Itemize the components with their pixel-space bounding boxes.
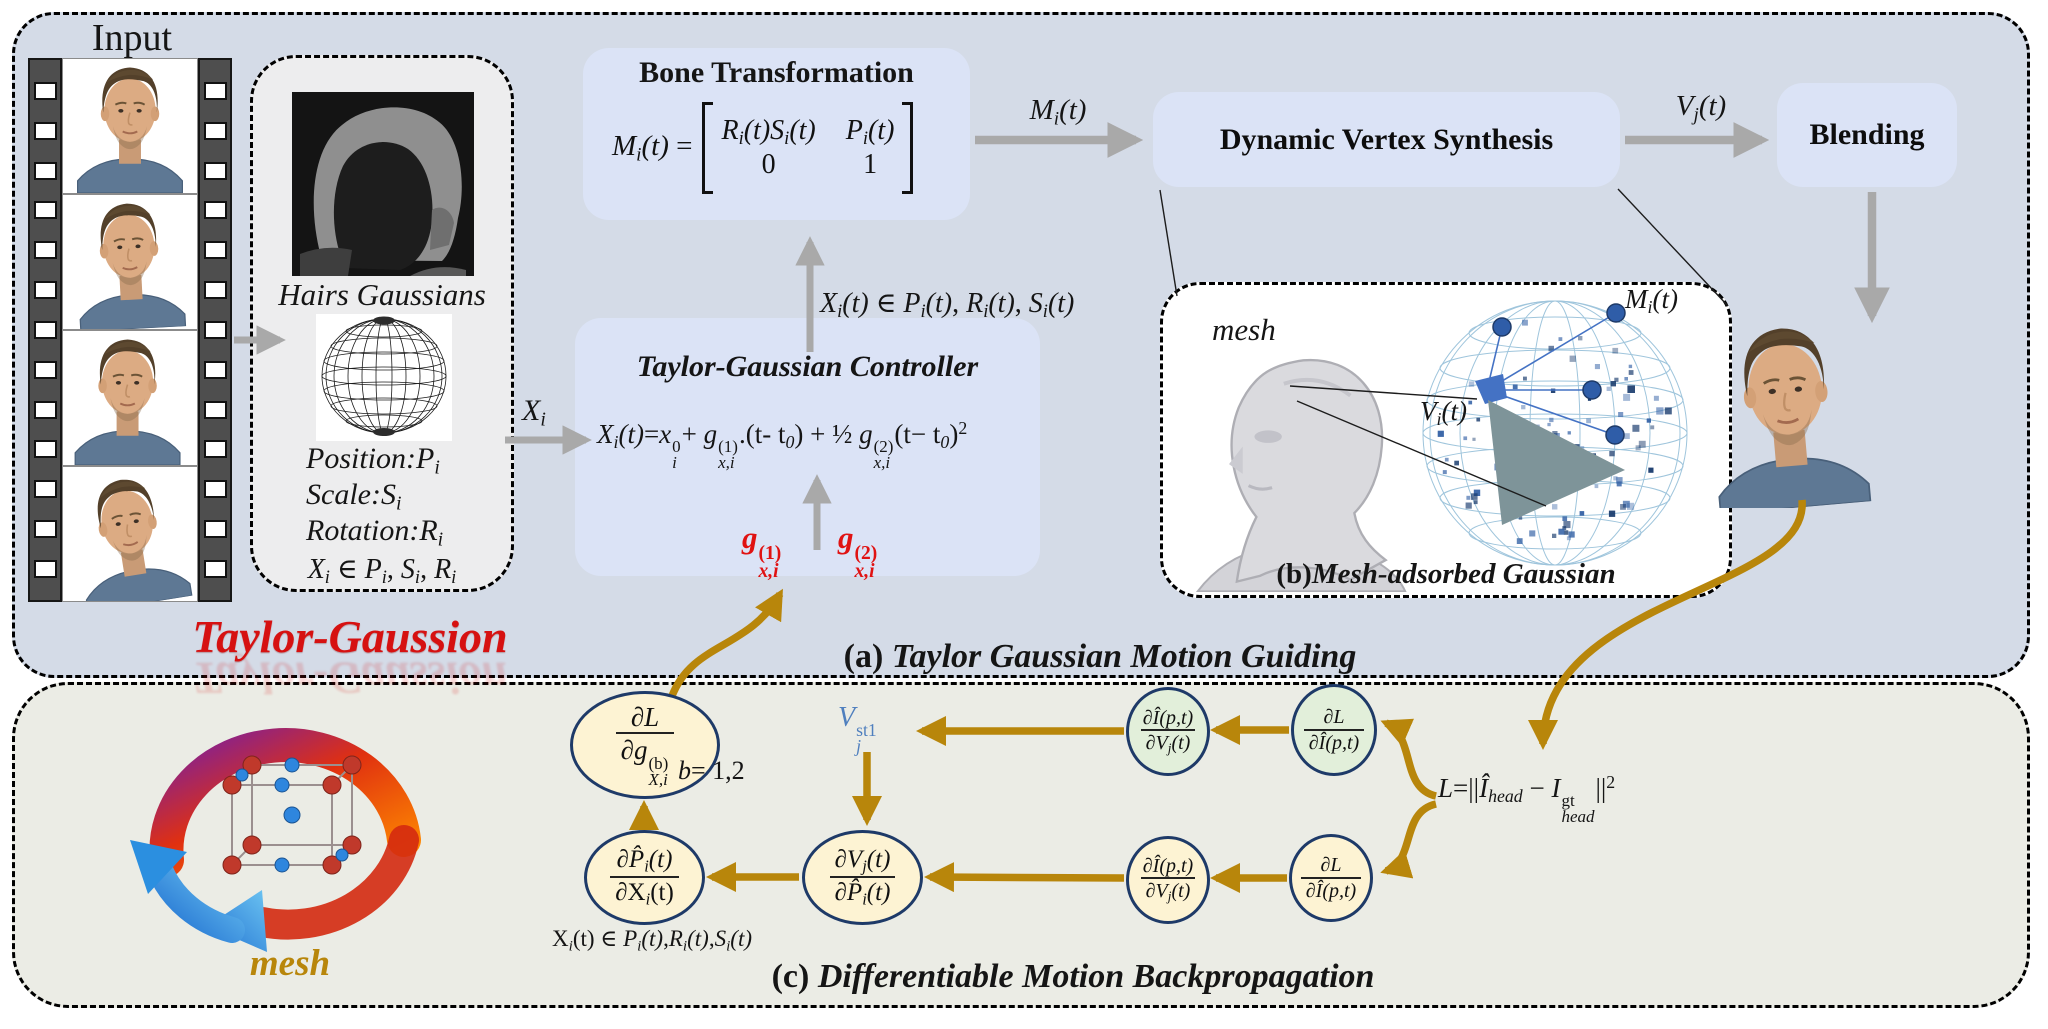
gaussian-rotation-label: Rotation:Ri bbox=[306, 514, 444, 551]
dynamic-vertex-synthesis-title: Dynamic Vertex Synthesis bbox=[1219, 122, 1554, 156]
node-dL-dI-bottom: ∂L∂Î(p,t) bbox=[1289, 834, 1373, 922]
b-values-label: b= 1,2 bbox=[678, 756, 745, 785]
taylor-gaussian-brand-reflection: Taylor-Gaussion bbox=[192, 653, 508, 704]
filmstrip-frames bbox=[62, 58, 198, 602]
node-dP-dX-den: ∂Xi(t) bbox=[610, 876, 679, 909]
caption-c-prefix: (c) bbox=[771, 958, 810, 995]
wireframe-sphere-image bbox=[316, 314, 452, 441]
mesh-cycle-image bbox=[130, 728, 421, 952]
matrix-cell-11: 1 bbox=[863, 149, 878, 181]
bone-transformation-formula: Mi(t) = Ri(t)Si(t) Pi(t) 0 1 bbox=[612, 102, 914, 194]
xit-membership-bottom: Xi(t) ∈ Pi(t),Ri(t),Si(t) bbox=[552, 926, 753, 955]
filmstrip-sprocket-column-left bbox=[28, 58, 62, 602]
arrow-label-xi: Xi bbox=[522, 394, 546, 431]
caption-a-text: Taylor Gaussian Motion Guiding bbox=[883, 638, 1357, 675]
arrow-label-vjt: Vj(t) bbox=[1675, 90, 1727, 126]
node-dL-dg-num: ∂L bbox=[630, 702, 660, 733]
node-dL-dI-top-num: ∂L bbox=[1323, 706, 1345, 729]
dynamic-vertex-synthesis-box: Dynamic Vertex Synthesis bbox=[1153, 92, 1620, 187]
node-dL-dg-den: ∂g(b)X,i bbox=[615, 732, 675, 788]
filmstrip-sprocket-column-right bbox=[198, 58, 232, 602]
matrix-bracket-left bbox=[702, 102, 714, 194]
node-dV-dP: ∂Vj(t)∂P̂i(t) bbox=[802, 830, 923, 925]
caption-a: (a) Taylor Gaussian Motion Guiding bbox=[700, 638, 1500, 676]
gaussian-sphere-image bbox=[1422, 300, 1688, 566]
caption-c-text: Differentiable Motion Backpropagation bbox=[809, 958, 1375, 995]
matrix-cell-01: Pi(t) bbox=[845, 114, 895, 149]
bone-matrix: Ri(t)Si(t) Pi(t) 0 1 bbox=[713, 113, 902, 183]
node-dI-dV-top-den: ∂Vj(t) bbox=[1140, 728, 1196, 756]
gradient-coefficient-2: g(2)x,i bbox=[838, 520, 878, 583]
node-dI-dV-bottom: ∂Î(p,t)∂Vj(t) bbox=[1126, 836, 1210, 924]
node-dL-dI-bottom-num: ∂L bbox=[1320, 854, 1342, 877]
node-dI-dV-bottom-den: ∂Vj(t) bbox=[1140, 877, 1196, 904]
matrix-lhs: Mi(t) = bbox=[612, 129, 693, 166]
blending-box: Blending bbox=[1777, 83, 1957, 187]
input-face-frame-1 bbox=[62, 58, 198, 194]
bone-transformation-title: Bone Transformation bbox=[639, 56, 914, 89]
input-face-frame-4 bbox=[62, 466, 198, 602]
hair-segmentation-image bbox=[292, 92, 474, 276]
gradient-coefficient-1: g(1)x,i bbox=[742, 520, 782, 583]
caption-b-prefix: (b) bbox=[1276, 558, 1312, 590]
node-dL-dg: ∂L∂g(b)X,i bbox=[570, 691, 720, 799]
taylor-gaussian-controller-box bbox=[575, 318, 1040, 576]
matrix-cell-00: Ri(t)Si(t) bbox=[721, 114, 816, 149]
gaussian-scale-label: Scale:Si bbox=[306, 478, 402, 515]
inset-vit-label: Vi(t) bbox=[1420, 396, 1467, 429]
mesh-label-inset: mesh bbox=[1212, 312, 1276, 347]
taylor-gaussian-controller-title: Taylor-Gaussian Controller bbox=[636, 350, 979, 383]
node-dP-dX: ∂P̂i(t)∂Xi(t) bbox=[584, 830, 705, 925]
node-dL-dI-bottom-den: ∂Î(p,t) bbox=[1300, 876, 1362, 902]
arrow-label-xit-membership: Xi(t) ∈ Pi(t), Ri(t), Si(t) bbox=[820, 288, 1075, 322]
caption-b: (b)Mesh-adsorbed Gaussian bbox=[1160, 558, 1732, 591]
caption-b-text: Mesh-adsorbed Gaussian bbox=[1311, 558, 1616, 590]
node-dV-dP-den: ∂P̂i(t) bbox=[829, 876, 896, 909]
input-face-frame-2 bbox=[62, 194, 198, 330]
blending-title: Blending bbox=[1809, 118, 1925, 151]
node-dL-dI-top-den: ∂Î(p,t) bbox=[1303, 728, 1365, 754]
gaussian-membership-label: Xi ∈ Pi, Si, Ri bbox=[307, 554, 457, 588]
caption-c: (c) Differentiable Motion Backpropagatio… bbox=[673, 958, 1473, 996]
node-dP-dX-num: ∂P̂i(t) bbox=[616, 845, 673, 876]
mesh-head-image bbox=[1195, 358, 1407, 592]
blended-head-image bbox=[1690, 316, 1886, 508]
inset-mit-label: Mi(t) bbox=[1625, 284, 1678, 317]
node-dI-dV-top: ∂Î(p,t)∂Vj(t) bbox=[1126, 687, 1210, 776]
matrix-cell-10: 0 bbox=[761, 149, 776, 181]
input-face-frame-3 bbox=[62, 330, 198, 466]
node-dV-dP-num: ∂Vj(t) bbox=[834, 845, 891, 876]
input-label: Input bbox=[91, 17, 173, 59]
caption-a-prefix: (a) bbox=[843, 638, 884, 675]
mesh-label-cycle: mesh bbox=[249, 943, 331, 984]
node-dL-dI-top: ∂L∂Î(p,t) bbox=[1291, 684, 1377, 776]
node-dI-dV-bottom-num: ∂Î(p,t) bbox=[1142, 855, 1194, 878]
gaussian-position-label: Position:Pi bbox=[306, 442, 440, 479]
input-filmstrip bbox=[28, 58, 232, 602]
matrix-bracket-right bbox=[902, 102, 914, 194]
hairs-gaussians-label: Hairs Gaussians bbox=[278, 277, 486, 312]
arrow-label-mit: Mi(t) bbox=[1029, 94, 1087, 130]
taylor-gaussian-brand: Taylor-Gaussion bbox=[192, 611, 508, 662]
node-dI-dV-top-num: ∂Î(p,t) bbox=[1142, 706, 1194, 729]
